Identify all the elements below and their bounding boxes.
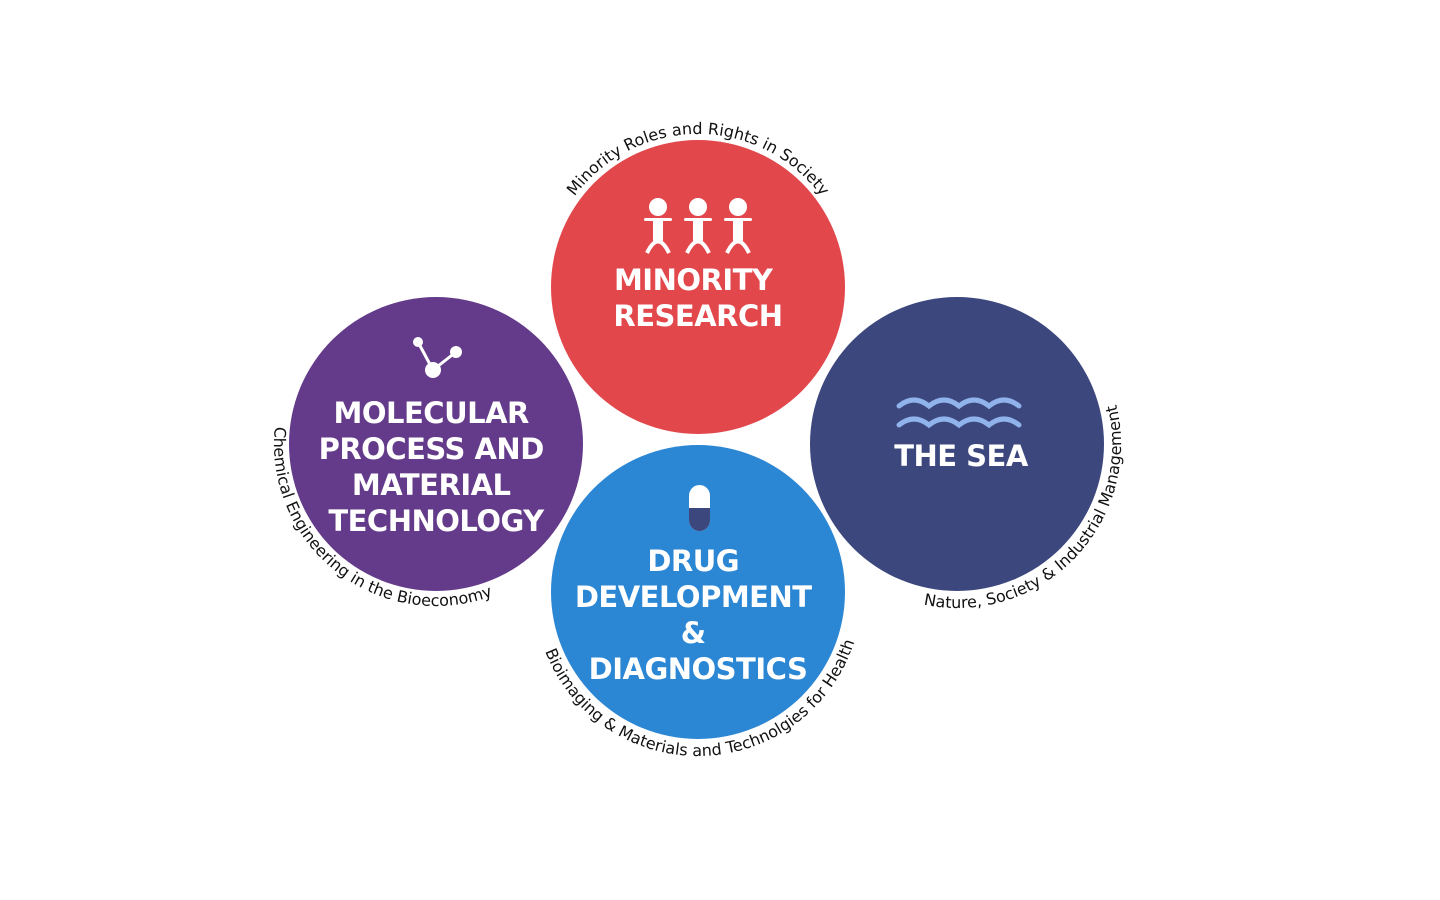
pill-icon: [689, 485, 710, 531]
sea-title: THE SEA: [894, 439, 1029, 473]
sea-circle: [810, 297, 1104, 591]
waves-icon: [896, 397, 1022, 429]
drug-title: DRUG DEVELOPMENT & DIAGNOSTICS: [575, 544, 821, 686]
molecular-title: MOLECULAR PROCESS AND MATERIAL TECHNOLOG…: [319, 396, 554, 538]
minority-circle: [551, 140, 845, 434]
people-icon: [644, 198, 752, 254]
molecular-circle: [289, 297, 583, 591]
molecule-icon: [413, 337, 462, 378]
drug-circle: [551, 445, 845, 739]
minority-title: MINORITY RESEARCH: [613, 263, 782, 333]
